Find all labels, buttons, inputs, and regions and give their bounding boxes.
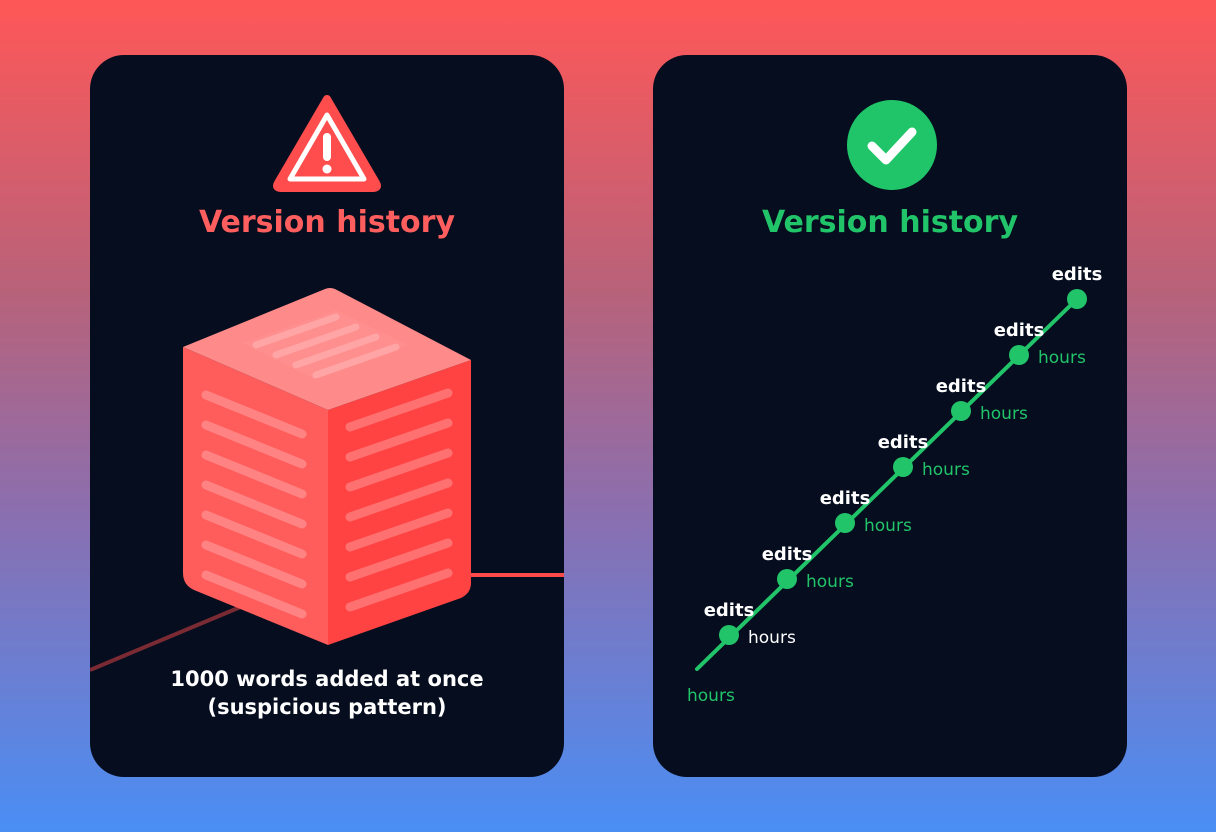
- panel-title: Version history: [198, 205, 456, 240]
- edits-label: edits: [762, 544, 813, 565]
- track-line-left: [90, 601, 251, 672]
- panel-caption: 1000 words added at once (suspicious pat…: [90, 665, 564, 721]
- timeline-start-label: hours: [687, 686, 735, 706]
- timeline-node: [835, 513, 855, 533]
- caption-line-2: (suspicious pattern): [207, 695, 447, 719]
- timeline-node: [719, 625, 739, 645]
- hours-label: hours: [980, 404, 1028, 424]
- natural-history-card: hours edits hours edits hours edits hours edits…: [653, 55, 1127, 777]
- edits-label: edits: [936, 376, 987, 397]
- edits-label: edits: [1052, 264, 1103, 285]
- timeline-node: [777, 569, 797, 589]
- warning-triangle-icon: [273, 95, 381, 192]
- edit-timeline: hours edits hours edits hours edits hours edits…: [687, 100, 1103, 706]
- checkmark-circle-icon: [847, 100, 937, 190]
- hours-label: hours: [806, 572, 854, 592]
- hours-label: hours: [1038, 348, 1086, 368]
- edits-label: edits: [994, 320, 1045, 341]
- bulk-document-block: [183, 288, 471, 645]
- timeline-node: [1067, 289, 1087, 309]
- hours-label: hours: [922, 460, 970, 480]
- hours-label: hours: [748, 628, 796, 648]
- caption-line-1: 1000 words added at once: [170, 667, 484, 691]
- timeline-node: [893, 457, 913, 477]
- hours-label: hours: [864, 516, 912, 536]
- edits-label: edits: [704, 600, 755, 621]
- panel-title: Version history: [761, 205, 1019, 240]
- edits-label: edits: [820, 488, 871, 509]
- bulk-paste-illustration: [90, 95, 564, 672]
- timeline-node: [951, 401, 971, 421]
- suspicious-history-card: Version history 1000 words added at once…: [90, 55, 564, 777]
- timeline-node: [1009, 345, 1029, 365]
- edits-label: edits: [878, 432, 929, 453]
